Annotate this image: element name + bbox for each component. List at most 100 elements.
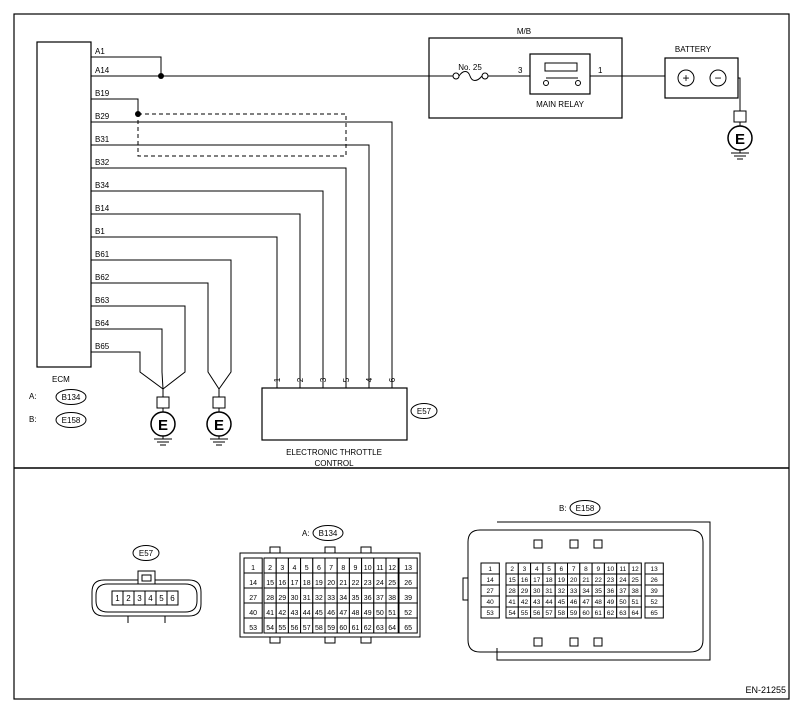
relay-pin-3: 3 bbox=[518, 66, 523, 75]
ground-ecm-1: E bbox=[150, 389, 176, 446]
b134-pin-27: 27 bbox=[249, 595, 257, 602]
ecm-connector-a-label: B134 bbox=[62, 393, 81, 402]
b134-pin-4: 4 bbox=[293, 565, 297, 572]
e158-pin-63: 63 bbox=[619, 610, 627, 617]
relay-pin-1: 1 bbox=[598, 66, 603, 75]
wire-b61 bbox=[91, 259, 232, 390]
e158-pin-2: 2 bbox=[510, 566, 514, 573]
b134-pin-41: 41 bbox=[266, 610, 274, 617]
throttle-pin-2: 2 bbox=[296, 377, 305, 382]
e158-pin-36: 36 bbox=[607, 588, 615, 595]
b134-pin-37: 37 bbox=[376, 595, 384, 602]
b134-pin-21: 21 bbox=[339, 580, 347, 587]
b134-pin-19: 19 bbox=[315, 580, 323, 587]
ecm-pin-b61: B61 bbox=[95, 250, 110, 259]
junction-shield bbox=[135, 111, 141, 117]
e158-pin-11: 11 bbox=[619, 566, 626, 573]
ecm-label: ECM bbox=[52, 375, 70, 384]
e57-housing bbox=[91, 579, 202, 617]
b134-pin-cell bbox=[385, 617, 399, 634]
relay-contact-right bbox=[575, 80, 581, 86]
ecm-pin-b63: B63 bbox=[95, 296, 110, 305]
e158-pin-35: 35 bbox=[595, 588, 603, 595]
e158-label: E158 bbox=[576, 504, 595, 513]
e158-pin-48: 48 bbox=[595, 599, 603, 606]
e158-pin-8: 8 bbox=[584, 566, 588, 573]
e158-pin-12: 12 bbox=[632, 566, 640, 573]
e57-label: E57 bbox=[139, 549, 154, 558]
e158-pin-49: 49 bbox=[607, 599, 615, 606]
ground-ecm-2: E bbox=[206, 389, 232, 446]
b134-pin-cell bbox=[398, 617, 418, 634]
e158-pin-23: 23 bbox=[607, 577, 615, 584]
b134-pin-30: 30 bbox=[291, 595, 299, 602]
b134-pin-5: 5 bbox=[305, 565, 309, 572]
e158-pin-28: 28 bbox=[509, 588, 517, 595]
battery-plus-sign: + bbox=[682, 71, 689, 85]
e158-pin-26: 26 bbox=[651, 577, 659, 584]
b134-pin-23: 23 bbox=[364, 580, 372, 587]
e158-pin-9: 9 bbox=[596, 566, 600, 573]
b134-pin-49: 49 bbox=[364, 610, 372, 617]
b134-pin-24: 24 bbox=[376, 580, 384, 587]
ecm-pin-b29: B29 bbox=[95, 112, 110, 121]
throttle-box bbox=[261, 387, 408, 441]
e158-pin-55: 55 bbox=[521, 610, 529, 617]
b134-pin-15: 15 bbox=[266, 580, 274, 587]
e158-pin-24: 24 bbox=[619, 577, 627, 584]
e158-pin-47: 47 bbox=[582, 599, 590, 606]
e158-pin-6: 6 bbox=[560, 566, 564, 573]
e158-pin-60: 60 bbox=[582, 610, 590, 617]
e158-pin-1: 1 bbox=[488, 566, 492, 573]
e158-pin-cell bbox=[628, 606, 642, 619]
b134-pin-22: 22 bbox=[352, 580, 360, 587]
mb-label: M/B bbox=[517, 27, 531, 36]
fuse-element bbox=[458, 71, 483, 81]
b134-pin-44: 44 bbox=[303, 610, 311, 617]
b134-pin-46: 46 bbox=[327, 610, 335, 617]
relay-box bbox=[529, 53, 591, 95]
throttle-connector-oval bbox=[410, 403, 438, 419]
e57-latch-inner bbox=[141, 574, 152, 582]
b134-pin-34: 34 bbox=[339, 595, 347, 602]
e158-pin-43: 43 bbox=[533, 599, 541, 606]
e57-pin-4: 4 bbox=[148, 594, 153, 603]
e158-pin-59: 59 bbox=[570, 610, 578, 617]
b134-label-oval bbox=[312, 525, 344, 541]
ecm-box bbox=[36, 41, 92, 368]
e158-pin-33: 33 bbox=[570, 588, 578, 595]
b134-pin-33: 33 bbox=[327, 595, 335, 602]
ground-battery-letter: E bbox=[735, 131, 745, 148]
b134-pin-47: 47 bbox=[339, 610, 347, 617]
b134-pin-7: 7 bbox=[329, 565, 333, 572]
e158-pin-25: 25 bbox=[632, 577, 640, 584]
ground-battery: E bbox=[727, 110, 753, 160]
b134-pin-57: 57 bbox=[303, 625, 311, 632]
b134-pin-58: 58 bbox=[315, 625, 323, 632]
ecm-pin-b31: B31 bbox=[95, 135, 110, 144]
e158-pin-54: 54 bbox=[509, 610, 517, 617]
ecm-connector-b-oval bbox=[55, 412, 87, 428]
e158-pin-42: 42 bbox=[521, 599, 529, 606]
b134-pin-45: 45 bbox=[315, 610, 323, 617]
b134-tabs bbox=[269, 546, 372, 644]
wire-b65 bbox=[91, 351, 164, 390]
wire-a1 bbox=[91, 56, 162, 76]
e57-pin-3: 3 bbox=[137, 594, 142, 603]
e158-pin-38: 38 bbox=[632, 588, 640, 595]
main-relay: MAIN RELAY bbox=[529, 53, 591, 109]
e57-pin-1: 1 bbox=[115, 594, 120, 603]
b134-pin-29: 29 bbox=[278, 595, 286, 602]
ecm-connector-a-oval bbox=[55, 389, 87, 405]
b134-pin-3: 3 bbox=[280, 565, 284, 572]
junction-a14 bbox=[158, 73, 164, 79]
e158-pin-31: 31 bbox=[545, 588, 553, 595]
battery-plus-terminal bbox=[677, 69, 695, 87]
e158-prefix: B: bbox=[559, 504, 567, 513]
ecm-pin-b34: B34 bbox=[95, 181, 110, 190]
